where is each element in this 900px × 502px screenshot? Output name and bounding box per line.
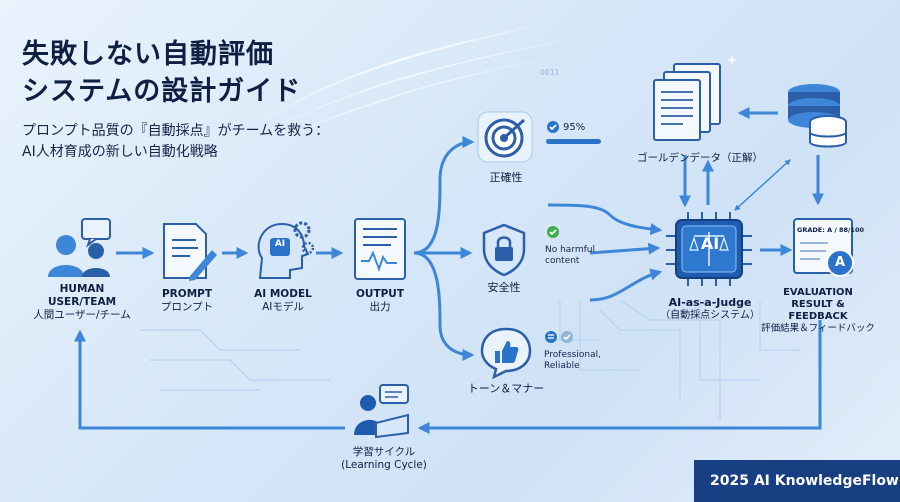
- accuracy-label: 正確性: [489, 171, 523, 184]
- safety-note-line-2: content: [545, 256, 580, 266]
- check-circle-icon: [547, 121, 559, 133]
- output-label: OUTPUT 出力: [356, 288, 404, 314]
- learning-cycle-label: 学習サイクル (Learning Cycle): [341, 446, 427, 472]
- human-label-en2: USER/TEAM: [47, 296, 117, 308]
- tone-label: トーン＆マナー: [467, 382, 545, 395]
- ai-model-head-icon: [257, 221, 315, 279]
- brand-badge: 2025 AI KnowledgeFlow: [694, 460, 900, 502]
- thumbs-up-chat-icon: [480, 327, 532, 379]
- evaluation-label-jp: 評価結果＆フィードバック: [761, 323, 875, 334]
- judge-label-jp: （自動採点システム）: [660, 310, 760, 321]
- golden-data-documents-icon: [653, 63, 721, 141]
- ai-model-chip-label: AI: [274, 239, 286, 249]
- check-circle-icon: [547, 226, 559, 238]
- ai-judge-chip-icon: [666, 212, 752, 286]
- circuit-traces: [140, 299, 800, 420]
- learning-person-icon: [354, 384, 409, 439]
- grade-text: GRADE: A / 88/100: [797, 226, 864, 234]
- binary-decor: 0011: [540, 68, 559, 77]
- safety-note: No harmful content: [545, 245, 595, 267]
- lock-shield-icon: [482, 223, 526, 277]
- accuracy-value: 95%: [563, 122, 586, 133]
- evaluation-card-icon: [793, 218, 854, 277]
- human-label: HUMAN USER/TEAM 人間ユーザー/チーム: [33, 283, 131, 322]
- output-label-en: OUTPUT: [356, 288, 404, 300]
- list-and-check-icons: [545, 331, 573, 343]
- learning-cycle-label-en: (Learning Cycle): [341, 459, 427, 471]
- golden-data-label: ゴールデンデータ（正解）: [637, 152, 763, 164]
- judge-label: AI-as-a-Judge （自動採点システム）: [660, 296, 760, 322]
- learning-cycle-label-jp: 学習サイクル: [352, 446, 416, 458]
- output-label-jp: 出力: [369, 301, 391, 313]
- ai-model-label-jp: AIモデル: [262, 301, 304, 313]
- tone-note-line-1: Professional,: [544, 350, 601, 360]
- human-team-icon: [48, 218, 111, 277]
- accuracy-bar: [546, 139, 604, 144]
- human-label-en: HUMAN: [59, 283, 105, 295]
- flow-arrows: [74, 107, 824, 434]
- sync-arrow: [734, 159, 791, 211]
- title-line-1: 失敗しない自動評価: [22, 39, 274, 70]
- tone-note: Professional, Reliable: [544, 350, 601, 372]
- target-icon: [477, 111, 533, 163]
- prompt-document-icon: [163, 223, 217, 281]
- evaluation-label-en-1: EVALUATION: [783, 287, 853, 298]
- output-document-icon: [354, 218, 406, 280]
- subtitle-line-2: AI人材育成の新しい自動化戦略: [22, 144, 218, 160]
- human-label-jp: 人間ユーザー/チーム: [33, 309, 131, 321]
- subtitle-line-1: プロンプト品質の『自動採点』がチームを救う：: [22, 123, 330, 139]
- judge-chip-label: AI: [700, 234, 720, 253]
- database-icon: [788, 84, 847, 148]
- safety-label: 安全性: [487, 281, 521, 294]
- prompt-label-en: PROMPT: [161, 288, 212, 300]
- ai-model-label: AI MODEL AIモデル: [254, 288, 312, 314]
- page-title: 失敗しない自動評価 システムの設計ガイド: [22, 36, 301, 110]
- accuracy-bar-fill: [546, 139, 602, 144]
- tone-note-line-2: Reliable: [544, 361, 580, 371]
- decorative-waves: [229, 19, 591, 161]
- ai-model-label-en: AI MODEL: [254, 288, 312, 300]
- evaluation-label-en-2: RESULT &: [791, 299, 845, 310]
- evaluation-label: EVALUATION RESULT & FEEDBACK 評価結果＆フィードバッ…: [761, 287, 875, 335]
- evaluation-label-en-3: FEEDBACK: [788, 311, 848, 322]
- safety-note-line-1: No harmful: [545, 245, 596, 255]
- prompt-label: PROMPT プロンプト: [161, 288, 213, 314]
- judge-label-en: AI-as-a-Judge: [668, 296, 752, 309]
- subtitle: プロンプト品質の『自動採点』がチームを救う： AI人材育成の新しい自動化戦略: [22, 121, 329, 163]
- grade-mark: A: [834, 255, 846, 270]
- sparkle-icon: [726, 54, 738, 66]
- prompt-label-jp: プロンプト: [160, 301, 214, 313]
- title-line-2: システムの設計ガイド: [22, 76, 302, 107]
